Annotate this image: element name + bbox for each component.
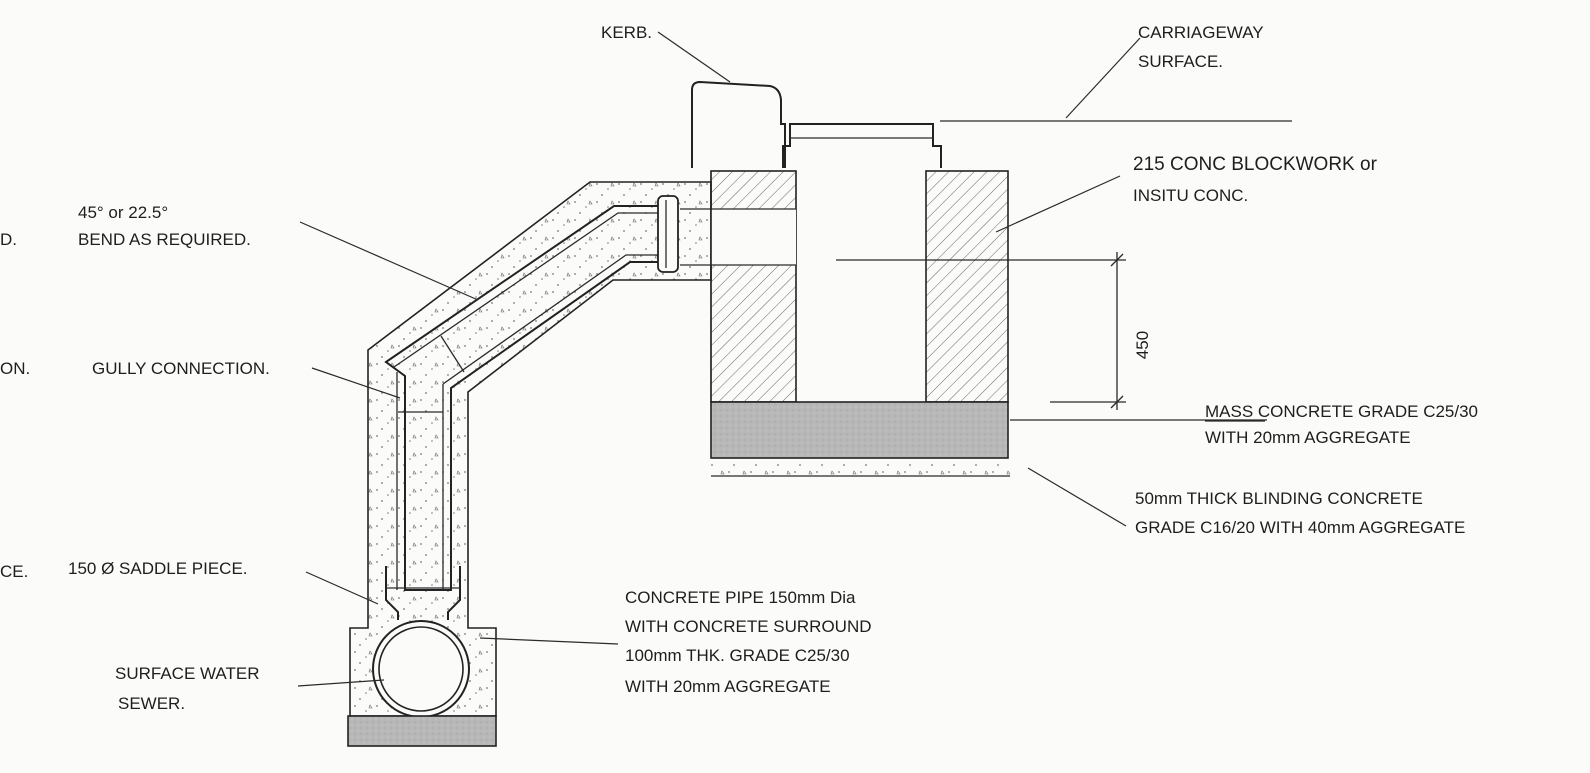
outlet-opening: [711, 209, 796, 265]
label-gully: GULLY CONNECTION.: [92, 359, 270, 378]
label-pipe-3: 100mm THK. GRADE C25/30: [625, 646, 850, 665]
surface-water-sewer: [372, 620, 470, 718]
label-blockwork-1: 215 CONC BLOCKWORK or: [1133, 154, 1378, 175]
label-sewer-1: SURFACE WATER: [115, 664, 260, 683]
blinding-concrete: [711, 460, 1010, 477]
chamber-wall-left: [710, 170, 797, 403]
label-cut-ce: CE.: [0, 562, 28, 581]
sewer-bed: [347, 715, 497, 747]
label-kerb: KERB.: [601, 23, 652, 42]
label-sewer-2: SEWER.: [118, 694, 185, 713]
saddle-piece: [385, 566, 461, 620]
leader-lines: [297, 31, 1267, 687]
dimension-450: 450: [836, 252, 1152, 410]
label-bend-1: 45° or 22.5°: [78, 203, 168, 222]
kerb-shape: [691, 80, 786, 168]
label-blinding-1: 50mm THICK BLINDING CONCRETE: [1135, 489, 1423, 508]
dimension-450-text: 450: [1133, 331, 1152, 359]
label-blockwork-2: INSITU CONC.: [1133, 186, 1248, 205]
label-pipe-4: WITH 20mm AGGREGATE: [625, 677, 831, 696]
label-bend-2: BEND AS REQUIRED.: [78, 230, 251, 249]
label-saddle: 150 Ø SADDLE PIECE.: [68, 559, 248, 578]
label-carriageway-1: CARRIAGEWAY: [1138, 23, 1264, 42]
label-cut-d: D.: [0, 230, 17, 249]
label-mass-1: MASS CONCRETE GRADE C25/30: [1205, 402, 1478, 421]
label-blinding-2: GRADE C16/20 WITH 40mm AGGREGATE: [1135, 518, 1465, 537]
label-pipe-1: CONCRETE PIPE 150mm Dia: [625, 588, 856, 607]
label-carriageway-2: SURFACE.: [1138, 52, 1223, 71]
label-cut-on: ON.: [0, 359, 30, 378]
concrete-surround: [349, 181, 712, 717]
bend-socket: [657, 195, 679, 273]
mass-concrete-base: [710, 401, 1009, 459]
chamber-wall-right: [925, 170, 1009, 403]
label-mass-2: WITH 20mm AGGREGATE: [1205, 428, 1411, 447]
label-pipe-2: WITH CONCRETE SURROUND: [625, 617, 872, 636]
gully-connection-pipe: [384, 195, 679, 591]
gully-frame: [782, 123, 942, 168]
